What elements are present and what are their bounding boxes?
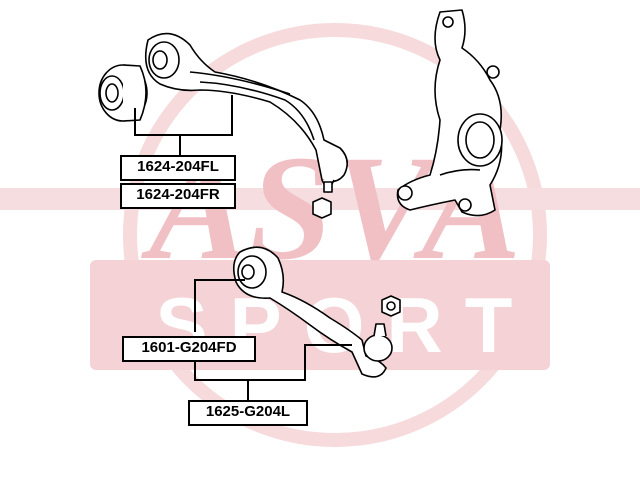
part-number-upper-arm-right: 1624-204FR [120,183,236,209]
part-number-upper-arm-left: 1624-204FL [120,155,236,181]
part-number-ball-joint: 1625-G204L [188,400,308,426]
steering-knuckle [396,9,503,217]
asva-sport-watermark: ASVA SPORT [0,23,640,447]
part-number-lower-arm: 1601-G204FD [122,336,256,362]
leader-lines [134,95,352,400]
upper-control-arm [98,32,348,219]
